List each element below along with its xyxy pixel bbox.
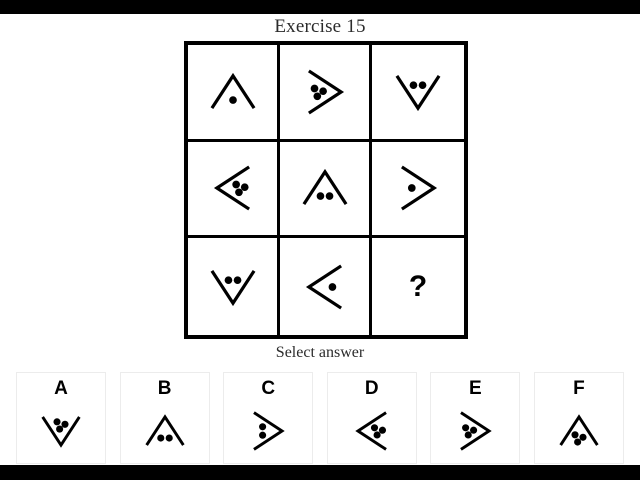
figure-chevron-up [210, 72, 255, 109]
matrix-cell-r3c1 [188, 238, 280, 335]
figure-chevron-right [253, 410, 285, 451]
answer-option-a[interactable]: A [16, 372, 106, 464]
letterbox-bar-bottom [0, 465, 640, 480]
figure-chevron-left [305, 264, 342, 310]
answer-option-e[interactable]: E [430, 372, 521, 464]
option-letter-a: A [54, 378, 68, 399]
matrix-cell-r2c1 [188, 141, 280, 239]
figure-chevron-up [302, 169, 347, 206]
answer-option-c[interactable]: C [223, 372, 314, 464]
page-title: Exercise 15 [274, 16, 366, 37]
exercise-stage: Exercise 15 ? Select answer A B C D E F [0, 14, 640, 465]
figure-chevron-right [460, 410, 493, 451]
matrix-cell-r1c1 [188, 45, 280, 142]
matrix-cell-r3c2 [280, 238, 372, 335]
figure-chevron-right [400, 166, 438, 211]
option-figure-a [17, 398, 105, 463]
figure-chevron-right [307, 69, 344, 115]
question-mark-icon: ? [408, 269, 428, 303]
option-letter-d: D [364, 378, 379, 399]
matrix-cell-r1c3 [372, 45, 464, 142]
figure-chevron-up [145, 413, 185, 446]
figure-chevron-down [395, 74, 441, 111]
figure-chevron-left [213, 166, 250, 211]
option-figure-f [535, 398, 623, 463]
letterbox-bar-top [0, 0, 640, 14]
figure-chevron-down [41, 415, 81, 448]
answer-option-d[interactable]: D [326, 372, 417, 464]
matrix-cell-r2c3 [372, 141, 464, 239]
matrix-grid: ? [184, 41, 468, 339]
matrix-cell-r3c3: ? [372, 238, 464, 335]
figure-chevron-up [559, 413, 599, 446]
option-letter-b: B [157, 378, 172, 399]
select-answer-label: Select answer [275, 344, 365, 361]
figure-chevron-down [210, 269, 255, 306]
option-letter-c: C [261, 378, 276, 399]
figure-chevron-left [355, 410, 387, 451]
option-figure-d [328, 398, 416, 463]
option-figure-c [224, 398, 312, 463]
option-figure-e [431, 398, 519, 463]
answer-option-f[interactable]: F [533, 372, 624, 464]
matrix-cell-r1c2 [280, 45, 372, 142]
matrix-cell-r2c2 [280, 141, 372, 239]
answer-option-b[interactable]: B [119, 372, 210, 464]
answer-options: A B C D E F [16, 372, 624, 464]
option-letter-e: E [469, 378, 482, 399]
option-letter-f: F [573, 378, 585, 399]
option-figure-b [121, 398, 209, 463]
